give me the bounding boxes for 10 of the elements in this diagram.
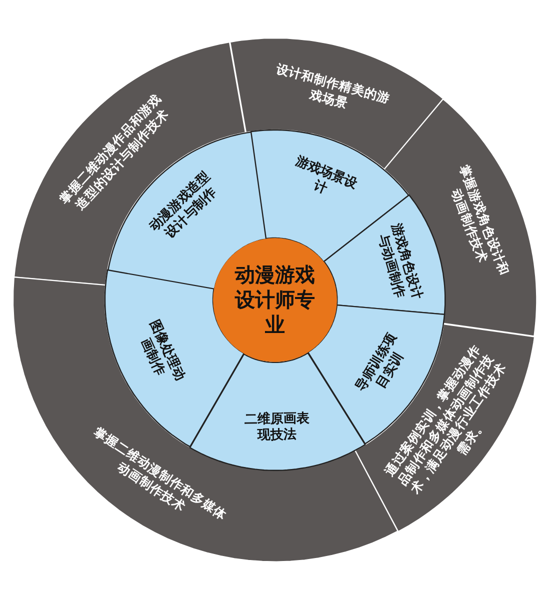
segment-text: 导师训练项目实训 [352,330,408,396]
segment-text: 动漫游戏造型设计与制作 [146,169,221,244]
segment-text: 游戏场景设计 [292,153,360,200]
segment-text: 掌握游戏角色设计和动画制作技术 [448,161,513,279]
segment-text: 二维原画表现技法 [243,411,311,445]
center-title: 动漫游戏设计师专业 [234,262,316,338]
segment-text: 游戏角色设计与动画制作 [373,220,426,303]
segment-text: 掌握二维动漫制作和多媒体动画制作技术 [90,423,230,525]
segment-text: 设计和制作精美的游戏场景 [274,60,392,113]
segment-text: 图像处理动画制作 [136,316,188,385]
